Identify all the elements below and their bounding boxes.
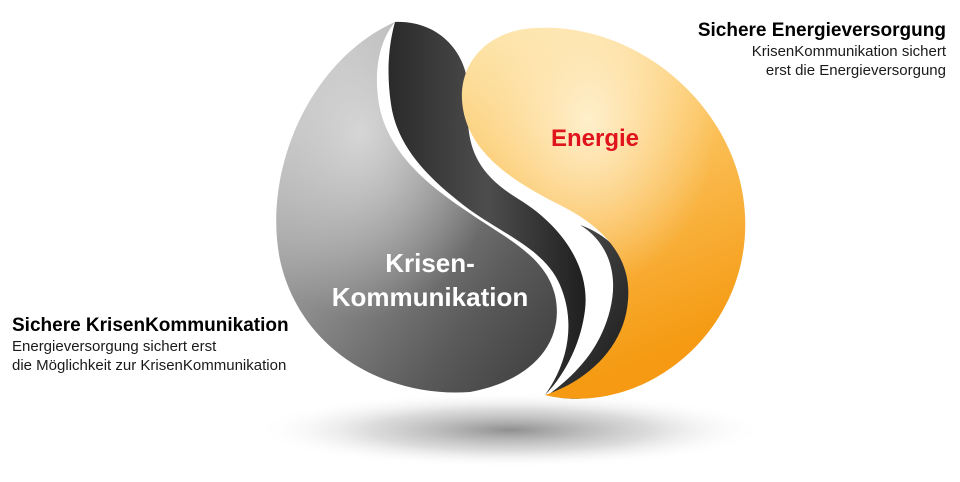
- krisen-caption-line1: Energieversorgung sichert erst: [12, 338, 217, 355]
- krisen-label-line1: Krisen-: [385, 248, 475, 278]
- krisen-label-line2: Kommunikation: [332, 282, 528, 312]
- energy-caption: Sichere Energieversorgung KrisenKommunik…: [698, 20, 946, 80]
- krisen-caption-line2: die Möglichkeit zur KrisenKommunikation: [12, 357, 287, 374]
- krisen-caption: Sichere KrisenKommunikation Energieverso…: [12, 315, 289, 375]
- krisen-shape-highlight: [276, 22, 557, 393]
- krisen-caption-title: Sichere KrisenKommunikation: [12, 315, 289, 336]
- energy-caption-line1: KrisenKommunikation sichert: [751, 43, 946, 60]
- ground-shadow: [255, 392, 765, 468]
- energy-shape-highlight: [461, 27, 746, 399]
- energy-caption-line2: erst die Energieversorgung: [765, 62, 946, 79]
- energy-caption-title: Sichere Energieversorgung: [697, 20, 946, 41]
- krisen-shape-back: [388, 21, 586, 396]
- energy-label: Energie: [551, 125, 639, 152]
